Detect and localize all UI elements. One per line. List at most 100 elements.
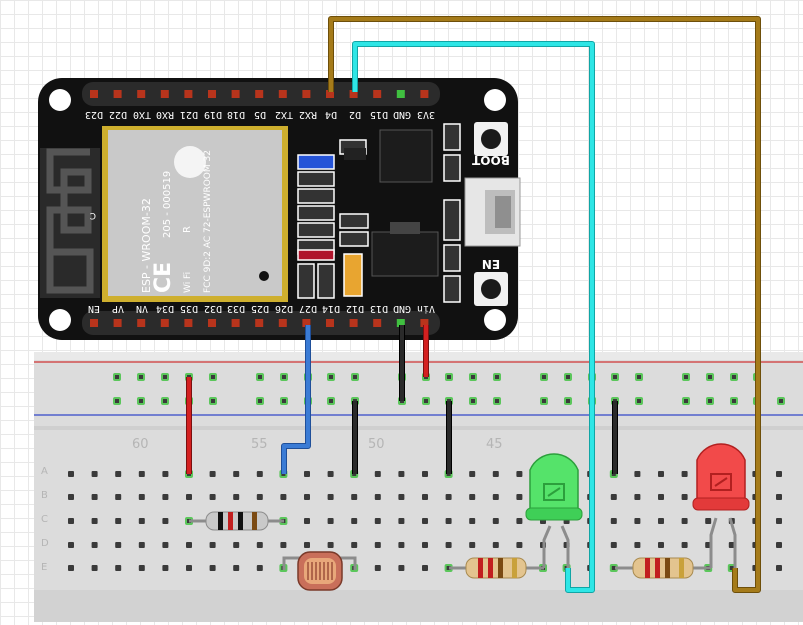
terminal-hole (162, 471, 169, 477)
terminal-hole (233, 471, 240, 477)
row-letter-a: A (41, 466, 48, 477)
mount-hole-bottom-right (484, 309, 506, 331)
pin-label-d25: D25 (251, 303, 269, 314)
column-number-60: 60 (132, 437, 149, 452)
pin-label-d32: D32 (204, 303, 222, 314)
terminal-hole (209, 494, 216, 500)
micro-usb-port[interactable] (464, 177, 521, 247)
rail-hole (256, 373, 264, 381)
terminal-hole (776, 518, 782, 524)
header-pin (208, 90, 216, 98)
terminal-hole (374, 471, 381, 477)
header-pin (326, 90, 334, 98)
terminal-hole (681, 542, 688, 548)
terminal-hole (634, 471, 641, 477)
terminal-hole (327, 494, 334, 500)
pin-label-d21: D21 (180, 109, 198, 120)
wire-cyan-d2[interactable] (353, 42, 594, 592)
terminal-hole (422, 471, 428, 477)
terminal-hole (115, 518, 122, 524)
rail-hole (113, 373, 121, 381)
header-pin (184, 90, 193, 98)
module-marking: ESP - WROOM-32 CE 205 - 000519 Wi Fi R F… (140, 150, 213, 293)
rail-hole (161, 373, 169, 381)
header-pin (231, 319, 240, 327)
top-header-pins (90, 90, 429, 98)
terminal-hole (327, 471, 334, 477)
pin-label-vin: Vin (417, 303, 435, 314)
terminal-hole (776, 494, 782, 500)
ce-mark: CE (151, 262, 176, 293)
rail-hole (161, 397, 169, 405)
terminal-hole (162, 565, 169, 571)
rail-hole (256, 397, 264, 405)
pin-label-gnd-top: GND (393, 109, 411, 120)
photoresistor[interactable] (282, 551, 357, 591)
terminal-hole (327, 518, 334, 524)
wire-brown-d4[interactable] (329, 17, 760, 592)
rail-hole (564, 397, 572, 405)
rail-hole (327, 373, 335, 381)
terminal-hole (398, 565, 405, 571)
antenna-label: C (90, 210, 96, 220)
terminal-hole (681, 494, 688, 500)
red-led[interactable] (692, 443, 750, 568)
breadboard: 60 55 50 45 A B C D E (34, 352, 803, 622)
terminal-hole (304, 518, 310, 524)
module-fcc: FCC 9D:2 AC 72-ESPWROOM 32 (203, 150, 213, 293)
pin-label-d4: D4 (325, 109, 337, 120)
rail-hole (730, 373, 738, 381)
terminal-hole (469, 542, 476, 548)
rail-hole (564, 373, 572, 381)
terminal-hole (374, 494, 381, 500)
terminal-hole (68, 518, 74, 524)
row-letter-d: D (41, 538, 49, 549)
pin-label-d33: D33 (227, 303, 245, 314)
pin-label-d13: D13 (370, 303, 388, 314)
terminal-hole (422, 565, 428, 571)
terminal-hole (115, 565, 122, 571)
terminal-hole (610, 518, 617, 524)
terminal-hole (68, 542, 74, 548)
terminal-hole (138, 494, 145, 500)
terminal-hole (445, 494, 452, 500)
module-name: ESP - WROOM-32 (140, 198, 153, 293)
mount-hole-top-left (49, 89, 71, 111)
pin-label-d5: D5 (254, 109, 266, 120)
terminal-hole (162, 494, 169, 500)
header-pin (90, 319, 98, 327)
terminal-hole (304, 542, 310, 548)
header-pin (231, 90, 240, 98)
resistor-green-led[interactable] (449, 557, 544, 579)
terminal-hole (610, 542, 617, 548)
rail-hole (777, 397, 785, 405)
rail-hole (611, 373, 619, 381)
terminal-hole (280, 542, 287, 548)
terminal-hole (398, 518, 405, 524)
wire-blue-d27[interactable] (282, 325, 310, 474)
resistor-ldr-pulldown[interactable] (189, 511, 284, 531)
terminal-hole (681, 471, 688, 477)
green-led[interactable] (525, 453, 583, 568)
rail-hole (422, 397, 430, 405)
terminal-hole (327, 542, 334, 548)
terminal-hole (162, 518, 169, 524)
rail-hole (469, 397, 477, 405)
resistor-red-led[interactable] (615, 557, 711, 579)
smd-red-resistor (297, 249, 335, 261)
terminal-hole (115, 494, 122, 500)
boot-button[interactable] (474, 122, 508, 156)
header-pin (137, 319, 146, 327)
rail-hole (351, 373, 359, 381)
header-pin (208, 319, 216, 327)
rail-hole (682, 397, 690, 405)
terminal-hole (728, 542, 735, 548)
rail-hole (280, 373, 288, 381)
header-pin (326, 319, 334, 327)
pin-label-gnd-bottom: GND (393, 303, 411, 314)
pin-label-vn: VN (136, 303, 148, 314)
rail-hole (493, 397, 501, 405)
en-button[interactable] (474, 272, 508, 306)
terminal-hole (398, 471, 405, 477)
terminal-hole (304, 494, 310, 500)
